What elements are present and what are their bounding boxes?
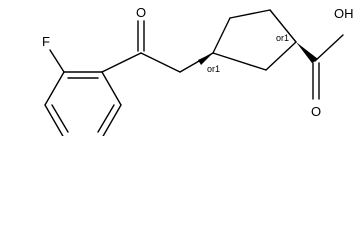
bond (44, 71, 65, 106)
bond-c-f (49, 49, 65, 73)
bond (102, 104, 122, 136)
bond (44, 104, 64, 136)
stereo-label-c1: or1 (276, 33, 289, 43)
bond (314, 34, 344, 62)
stereo-wedge (198, 53, 213, 65)
bond (229, 9, 271, 19)
stereo-label-c3: or1 (207, 64, 220, 74)
bond (101, 71, 122, 106)
aromatic-double-bond (51, 104, 69, 133)
bond (212, 17, 231, 54)
bond (212, 52, 267, 71)
hydroxyl-label: OH (334, 6, 354, 21)
bond (101, 52, 142, 73)
cyclopentane-ring (212, 9, 297, 71)
stereo-wedge (296, 42, 318, 63)
bond (140, 52, 181, 73)
acid-oxygen-label: O (311, 104, 321, 119)
aromatic-double-bond (97, 104, 115, 133)
bond (265, 41, 297, 71)
molecule-diagram: F O or1 or1 OH O (42, 5, 354, 136)
benzene-ring (44, 71, 122, 136)
bond (269, 9, 297, 43)
fluorine-label: F (42, 34, 50, 49)
ketone-oxygen-label: O (136, 5, 146, 20)
